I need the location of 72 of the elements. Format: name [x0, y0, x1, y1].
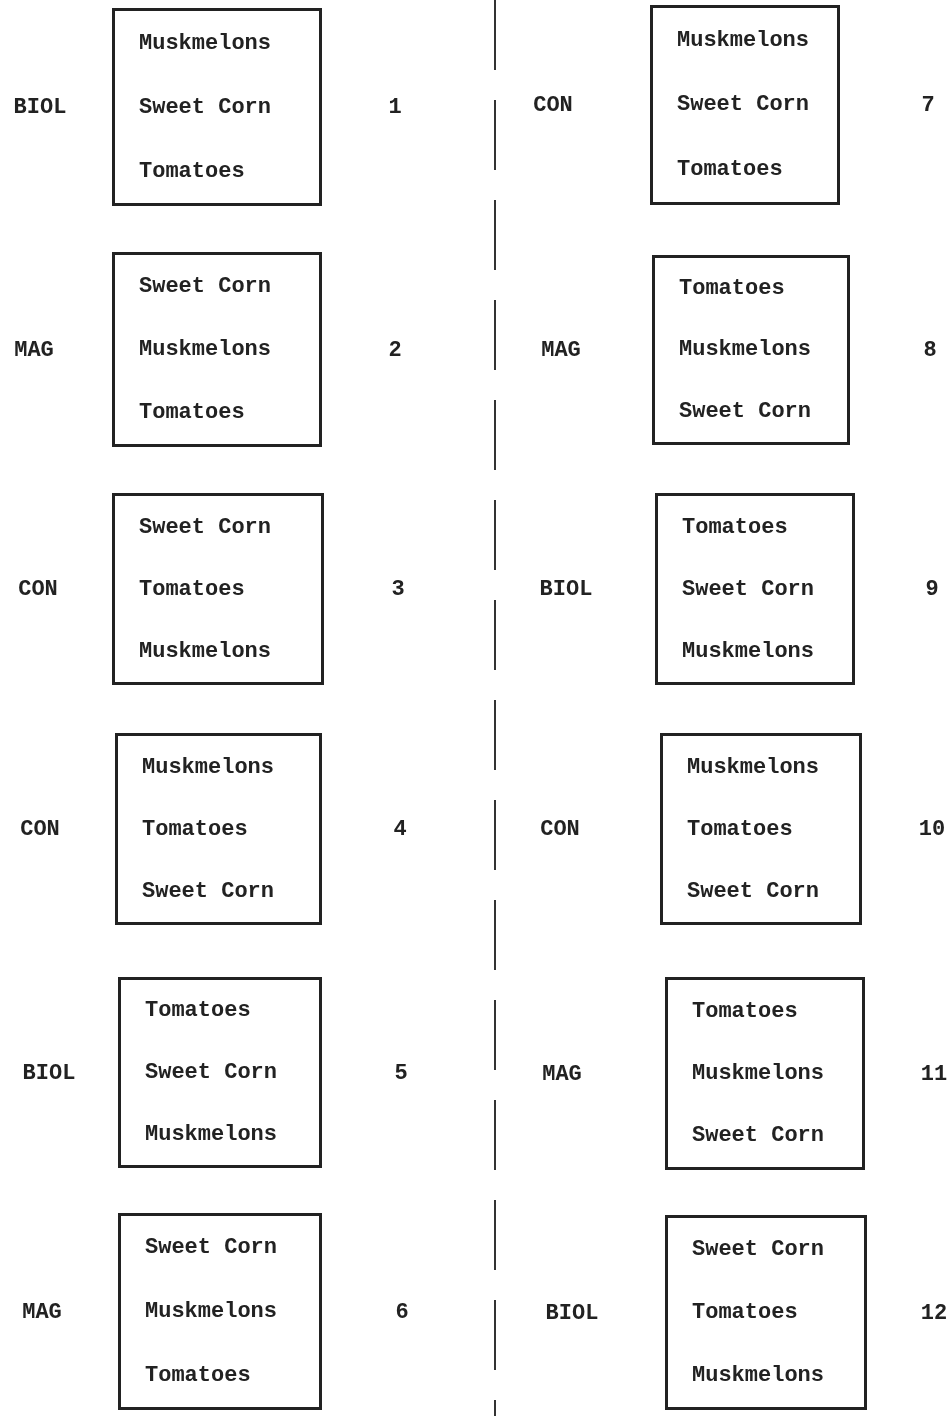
treatment-label: BIOL [13, 94, 67, 120]
plot-box [112, 8, 322, 206]
plot-number: 1 [388, 94, 402, 120]
plot-box [112, 252, 322, 447]
crop-name: Sweet Corn [145, 1235, 279, 1261]
crop-name: Sweet Corn [692, 1123, 826, 1149]
crop-name: Sweet Corn [682, 576, 816, 602]
crop-name: Tomatoes [692, 998, 799, 1024]
plot-box [660, 733, 862, 925]
crop-name: Tomatoes [139, 400, 246, 425]
plot-box [118, 977, 322, 1168]
treatment-label: MAG [542, 1061, 582, 1086]
treatment-label: CON [18, 576, 58, 602]
crop-name: Muskmelons [687, 754, 821, 780]
treatment-label: CON [533, 92, 573, 118]
plot-number: 9 [925, 576, 939, 602]
crop-name: Tomatoes [692, 1300, 799, 1325]
plot-number: 10 [918, 816, 946, 842]
crop-name: Sweet Corn [679, 398, 813, 424]
crop-name: Tomatoes [145, 998, 252, 1024]
crop-name: Sweet Corn [139, 274, 273, 299]
plot-box [112, 493, 324, 685]
treatment-label: BIOL [22, 1060, 76, 1085]
crop-name: Muskmelons [679, 337, 813, 363]
crop-name: Tomatoes [139, 576, 246, 602]
plot-box [665, 977, 865, 1170]
crop-name: Tomatoes [679, 276, 786, 302]
plot-number: 3 [391, 576, 405, 602]
crop-name: Tomatoes [682, 514, 789, 540]
plot-box [665, 1215, 867, 1410]
crop-name: Sweet Corn [677, 92, 811, 118]
crop-name: Muskmelons [139, 638, 273, 664]
treatment-label: CON [540, 816, 580, 842]
crop-name: Muskmelons [142, 754, 276, 780]
plot-box [115, 733, 322, 925]
crop-name: Muskmelons [692, 1363, 826, 1388]
plot-number: 5 [394, 1060, 408, 1085]
crop-name: Sweet Corn [145, 1060, 279, 1085]
crop-name: Tomatoes [142, 816, 249, 842]
crop-name: Muskmelons [139, 337, 273, 362]
treatment-label: BIOL [539, 576, 593, 602]
plot-number: 6 [395, 1299, 409, 1324]
plot-box [118, 1213, 322, 1410]
plot-number: 4 [393, 816, 407, 842]
crop-name: Muskmelons [145, 1299, 279, 1324]
crop-name: Muskmelons [677, 27, 811, 53]
plot-box [650, 5, 840, 205]
plot-box [652, 255, 850, 445]
crop-name: Tomatoes [145, 1362, 252, 1388]
crop-name: Muskmelons [692, 1061, 826, 1086]
crop-name: Tomatoes [687, 816, 794, 842]
crop-name: Muskmelons [145, 1121, 279, 1147]
plot-number: 12 [920, 1300, 947, 1325]
plot-box [655, 493, 855, 685]
crop-name: Sweet Corn [139, 94, 273, 120]
crop-name: Sweet Corn [139, 514, 273, 540]
treatment-label: CON [20, 816, 60, 842]
plot-number: 8 [923, 337, 937, 363]
plot-number: 7 [921, 92, 935, 118]
crop-name: Sweet Corn [142, 878, 276, 904]
treatment-label: MAG [22, 1299, 62, 1324]
plot-number: 11 [920, 1061, 947, 1086]
crop-name: Sweet Corn [687, 878, 821, 904]
crop-name: Muskmelons [139, 30, 273, 56]
crop-name: Tomatoes [677, 157, 784, 183]
crop-name: Tomatoes [139, 158, 246, 184]
crop-name: Sweet Corn [692, 1237, 826, 1262]
treatment-label: MAG [541, 337, 581, 363]
crop-name: Muskmelons [682, 638, 816, 664]
treatment-label: BIOL [545, 1300, 599, 1325]
treatment-label: MAG [14, 337, 54, 362]
plot-number: 2 [388, 337, 402, 362]
